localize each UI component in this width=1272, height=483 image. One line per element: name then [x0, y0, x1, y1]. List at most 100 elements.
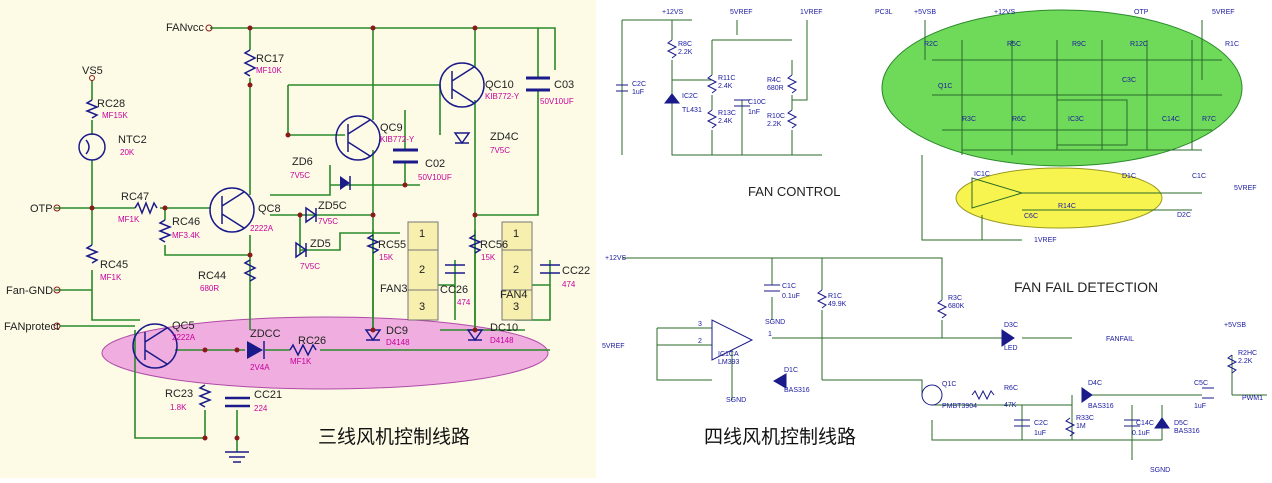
qc10-value: KIB772-Y — [485, 92, 520, 101]
c5c-value: 1uF — [1194, 403, 1206, 410]
r3c-ref: R3C — [948, 295, 962, 302]
fanvcc-net-label: FANvcc — [166, 22, 204, 34]
r2hc-ref: R2HC — [1238, 350, 1257, 357]
r1c-ref: R1C — [828, 293, 842, 300]
green-area-detail — [932, 40, 1222, 155]
sgnd-label-2: SGND — [726, 397, 746, 404]
zdcc-value: 2V4A — [250, 363, 270, 372]
d3c-ref: D3C — [1004, 322, 1018, 329]
c10c-ref: C10C — [748, 99, 766, 106]
pwm-net-label: PWM1 — [1242, 395, 1263, 402]
c14c-ref: C14C — [1136, 420, 1154, 427]
zd5c-value: 7V5C — [318, 217, 338, 226]
yellow-ref-r14c: R14C — [1058, 203, 1076, 210]
op-pin-2: 2 — [698, 338, 702, 345]
r33c-value: 1M — [1076, 423, 1086, 430]
bottom-12vs-label: +12VS — [605, 255, 627, 262]
ic1ca-ref: IC1CA — [718, 351, 739, 358]
otp-net-label: OTP — [30, 203, 53, 215]
r6c-ref: R6C — [1004, 385, 1018, 392]
rc45-ref: RC45 — [100, 259, 128, 271]
rail-1vref-label: 1VREF — [800, 9, 823, 16]
capacitor-symbols — [225, 76, 560, 408]
rail-12vs2-label: +12VS — [994, 9, 1016, 16]
yellow-area-detail — [971, 177, 1202, 240]
zd5-value: 7V5C — [300, 262, 320, 271]
yellow-ref-c1c: C1C — [1192, 173, 1206, 180]
q1c-value: PMBT3904 — [942, 403, 977, 410]
d4c-value: BAS316 — [1088, 403, 1114, 410]
d5c-value: BAS316 — [1174, 428, 1200, 435]
top-components — [616, 39, 798, 129]
qc8-ref: QC8 — [258, 203, 281, 215]
rc56-value: 15K — [481, 253, 496, 262]
fan3-connector: 1 2 3 FAN3 — [380, 221, 439, 321]
rail-12vs-label: +12VS — [662, 9, 684, 16]
fan4-connector: 1 2 3 FAN4 — [500, 221, 533, 321]
wiring — [55, 27, 556, 452]
sgnd-label-1: SGND — [765, 319, 785, 326]
cc26-ref: CC26 — [440, 284, 468, 296]
green-ref-r3c: R3C — [962, 116, 976, 123]
op-pin-3: 3 — [698, 321, 702, 328]
fan4-pin2: 2 — [513, 264, 519, 276]
r8c-value: 2.2K — [678, 49, 693, 56]
fan-control-label: FAN CONTROL — [748, 184, 840, 199]
r3c-value: 680K — [948, 303, 965, 310]
green-ref-r1c: R1C — [1225, 41, 1239, 48]
qc5-ref: QC5 — [172, 320, 195, 332]
terminal-symbols — [53, 24, 213, 330]
c14c-value: 0.1uF — [1132, 430, 1150, 437]
dc10-ref: DC10 — [490, 322, 518, 334]
cc21-ref: CC21 — [254, 389, 282, 401]
ntc2-value: 20K — [120, 148, 135, 157]
rc23-ref: RC23 — [165, 388, 193, 400]
rc26-value: MF1K — [290, 357, 312, 366]
bottom-refs: C1C 0.1uF R1C 49.9K R3C 680K IC1CA LM393… — [718, 283, 1257, 437]
c02-ref: C02 — [425, 158, 445, 170]
ntc-thermistor-curve — [85, 139, 90, 155]
fan4-label: FAN4 — [500, 289, 528, 301]
fan3-pin2: 2 — [419, 264, 425, 276]
zdcc-ref: ZDCC — [250, 328, 281, 340]
qc10-ref: QC10 — [485, 79, 514, 91]
ntc2-ref: NTC2 — [118, 134, 147, 146]
fan4-pin3: 3 — [513, 301, 519, 313]
qc9-value: KIB772-Y — [380, 135, 415, 144]
c2c-top-ref: C2C — [632, 81, 646, 88]
r13c-ref: R13C — [718, 110, 736, 117]
ntc-thermistor-symbol — [78, 133, 106, 161]
zd4c-value: 7V5C — [490, 146, 510, 155]
three-wire-fan-panel: 1 2 3 FAN3 1 2 3 FAN4 — [0, 0, 596, 478]
c2c-ref: C2C — [1034, 420, 1048, 427]
rc45-value: MF1K — [100, 273, 122, 282]
top-wiring — [621, 19, 1203, 241]
c1c-ref: C1C — [782, 283, 796, 290]
fan3-label: FAN3 — [380, 283, 408, 295]
rail-5vsb-label: +5VSB — [914, 9, 936, 16]
ic2c-ref: IC2C — [682, 93, 698, 100]
r13c-value: 2.4K — [718, 118, 733, 125]
c02-value: 50V10UF — [418, 173, 452, 182]
c2c-value: 1uF — [1034, 430, 1046, 437]
c5c-ref: C5C — [1194, 380, 1208, 387]
green-ref-r7c: R7C — [1202, 116, 1216, 123]
fanfail-net-label: FANFAIL — [1106, 336, 1134, 343]
r6c-value: 47K — [1004, 402, 1017, 409]
c10c-value: 1nF — [748, 109, 760, 116]
r2hc-value: 2.2K — [1238, 358, 1253, 365]
green-ref-c14c: C14C — [1162, 116, 1180, 123]
rc46-ref: RC46 — [172, 216, 200, 228]
zd6-value: 7V5C — [290, 171, 310, 180]
fan4-pin1: 1 — [513, 228, 519, 240]
yellow-ref-d2c: D2C — [1177, 212, 1191, 219]
yellow-area-refs: IC1C D1C D2C C1C C6C R14C 1VREF 5VREF — [974, 171, 1257, 244]
fan-fail-detection-label: FAN FAIL DETECTION — [1014, 279, 1158, 295]
d5c-ref: D5C — [1174, 420, 1188, 427]
rc23-value: 1.8K — [170, 403, 187, 412]
four-wire-schematic: +12VS 5VREF 1VREF PC3L +5VSB +12VS OTP 5… — [602, 9, 1267, 474]
three-wire-title: 三线风机控制线路 — [318, 426, 470, 448]
cc21-value: 224 — [254, 404, 268, 413]
green-ref-r6c: R6C — [1012, 116, 1026, 123]
